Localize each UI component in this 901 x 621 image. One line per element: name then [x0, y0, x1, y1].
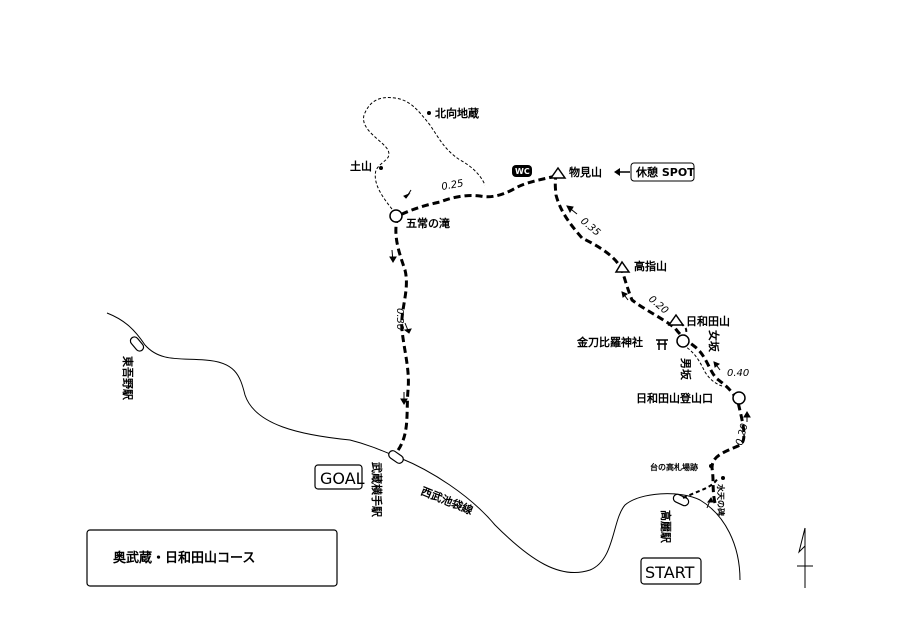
- monomiyama-peak-icon: [549, 166, 567, 179]
- musashi-yokote-station-label: 武蔵横手駅: [370, 462, 384, 517]
- tsuchiyama-dot-icon: [379, 166, 383, 170]
- takasashiyama-peak-icon: [614, 260, 631, 273]
- map-title: 奥武蔵・日和田山コース: [113, 550, 255, 566]
- side-trail: [363, 97, 486, 214]
- tozanguchi-waypoint-icon: [732, 391, 746, 405]
- distance-label-2: 0.35: [578, 216, 602, 239]
- hiwadayama-label: 日和田山: [686, 314, 730, 328]
- shrine-icon: [656, 339, 668, 350]
- distance-label-1: 0.25: [441, 178, 465, 193]
- direction-arrows: [389, 189, 751, 509]
- kitamukai-jizo-label: 北向地蔵: [435, 106, 479, 120]
- otoko-zaka-label: 男坂: [679, 358, 693, 381]
- title-box: [86, 529, 338, 587]
- seibu-ikebukuro-line-label: 西武池袋線: [419, 484, 475, 518]
- onna-zaka-label: 女坂: [707, 330, 721, 353]
- start-trail: [682, 477, 719, 499]
- gojo-waypoint-icon: [389, 209, 403, 223]
- dai-no-korai-fudatsuji-label: 台の高札場跡: [650, 462, 698, 472]
- hiwadayama-tozanguchi-label: 日和田山登山口: [636, 391, 713, 405]
- higashi-agano-station-label: 東吾野駅: [121, 356, 135, 400]
- start-box: [640, 557, 702, 585]
- takasashiyama-label: 高指山: [634, 259, 667, 273]
- fudatsuji-dot-icon: [709, 464, 713, 468]
- monomiyama-label: 物見山: [569, 165, 602, 179]
- goal-box: [314, 464, 363, 490]
- konpira-jinja-label: 金刀比羅神社: [576, 335, 643, 349]
- spot-arrow: [614, 168, 630, 176]
- otoko-zaka-trail: [682, 344, 723, 387]
- rest-spot-badge: [630, 162, 695, 182]
- wc-icon: WC: [515, 167, 530, 176]
- distance-label-6: 0.30: [394, 308, 405, 330]
- north-arrow-icon: [797, 527, 813, 588]
- higashi-agano-station-marker: [129, 336, 145, 352]
- musashi-yokote-station-marker: [388, 450, 404, 464]
- hiwadayama-peak-icon: [667, 313, 685, 326]
- wc-badge: [512, 165, 532, 177]
- tsuchiyama-label: 土山: [350, 159, 372, 173]
- konpira-waypoint-icon: [676, 334, 690, 348]
- suiten-no-hi-label: 水天の碑: [716, 483, 726, 516]
- koma-station-label: 高麗駅: [659, 510, 673, 543]
- rest-spot-label: 休憩 SPOT: [635, 165, 695, 179]
- koma-station-marker: [672, 493, 690, 507]
- distance-label-4: 0.40: [727, 368, 749, 379]
- kitamukai-dot-icon: [427, 111, 431, 115]
- goal-label: GOAL: [320, 469, 365, 488]
- distance-label-5: 0.20: [734, 422, 750, 446]
- railway-line: [106, 312, 741, 581]
- suiten-dot-icon: [721, 476, 725, 480]
- start-label: START: [645, 563, 695, 582]
- gojo-no-taki-label: 五常の滝: [406, 216, 450, 230]
